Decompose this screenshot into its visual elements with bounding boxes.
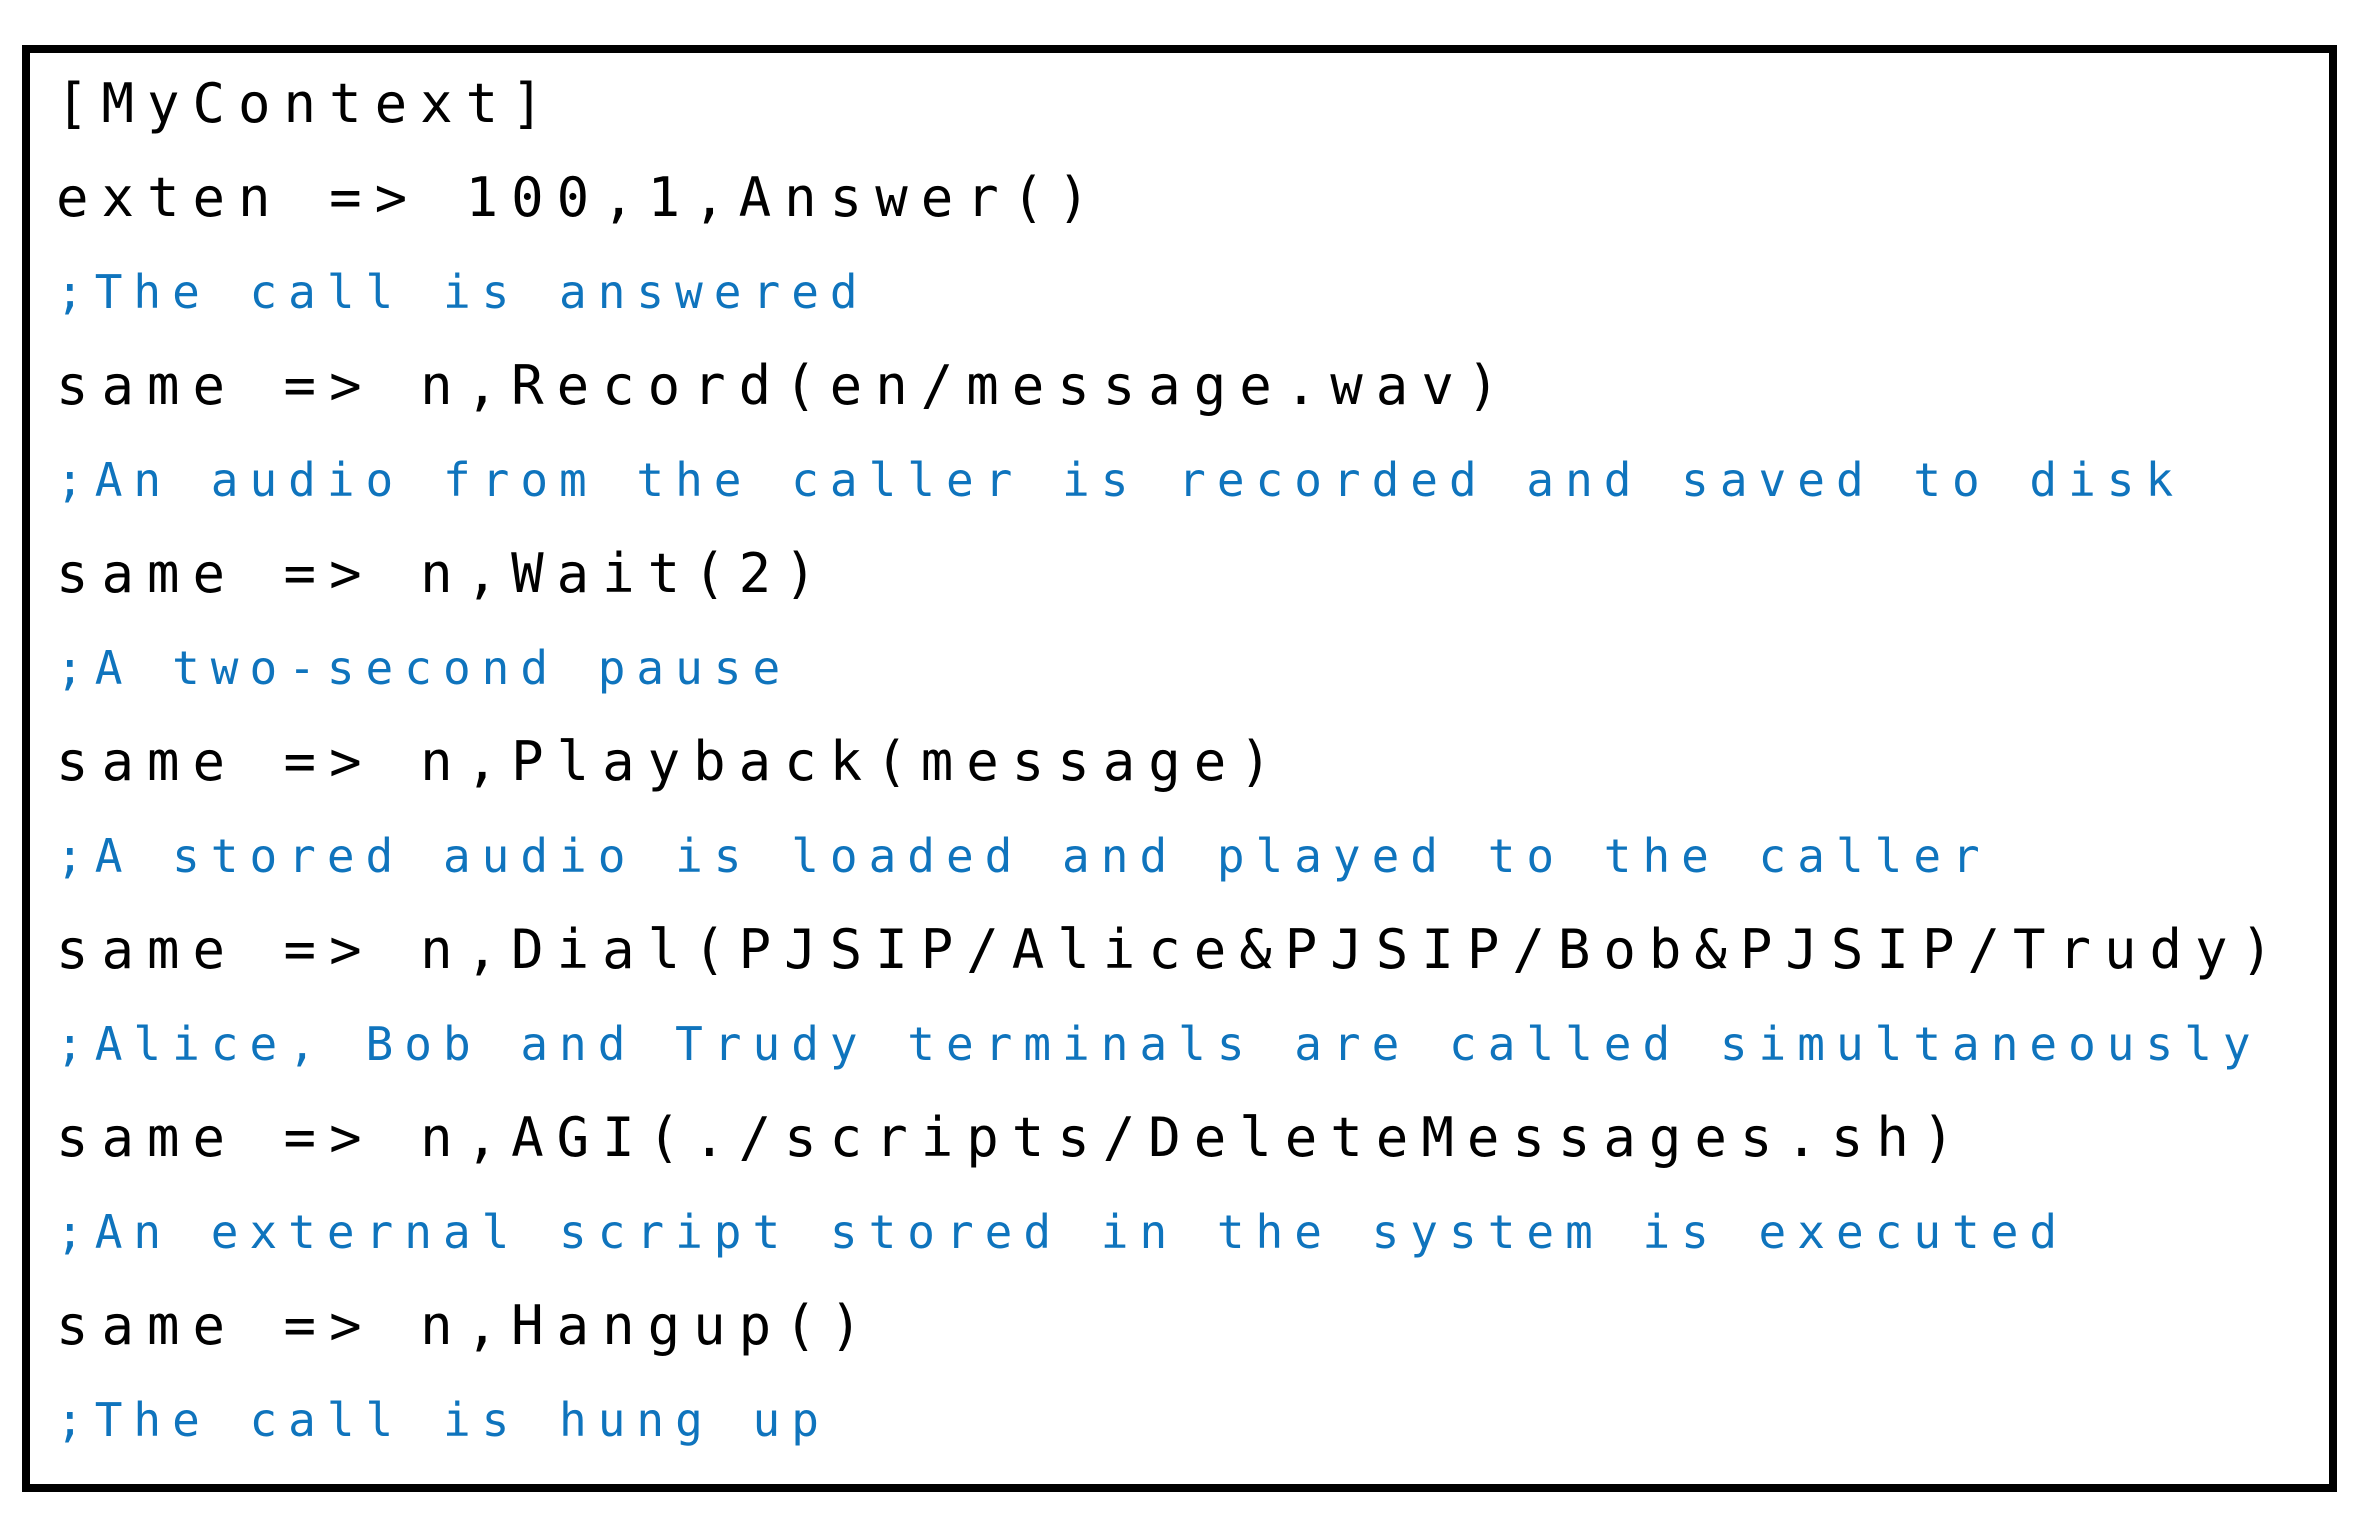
comment-line: ;The call is hung up	[56, 1393, 830, 1447]
code-line: same => n,Record(en/message.wav)	[56, 354, 1513, 417]
code-line: same => n,Playback(message)	[56, 730, 1285, 793]
code-line: exten => 100,1,Answer()	[56, 166, 1103, 229]
comment-line: ;A stored audio is loaded and played to …	[56, 829, 1991, 883]
code-line: same => n,Dial(PJSIP/Alice&PJSIP/Bob&PJS…	[56, 918, 2287, 981]
comment-line: ;Alice, Bob and Trudy terminals are call…	[56, 1017, 2262, 1071]
code-block: [MyContext] exten => 100,1,Answer() ;The c…	[22, 45, 2337, 1492]
code-line: same => n,AGI(./scripts/DeleteMessages.s…	[56, 1106, 1968, 1169]
comment-line: ;A two-second pause	[56, 641, 792, 695]
comment-line: ;An audio from the caller is recorded an…	[56, 453, 2185, 507]
comment-line: ;An external script stored in the system…	[56, 1205, 2069, 1259]
code-line: same => n,Wait(2)	[56, 542, 830, 605]
code-line: [MyContext]	[56, 72, 557, 135]
code-line: same => n,Hangup()	[56, 1294, 876, 1357]
comment-line: ;The call is answered	[56, 265, 869, 319]
